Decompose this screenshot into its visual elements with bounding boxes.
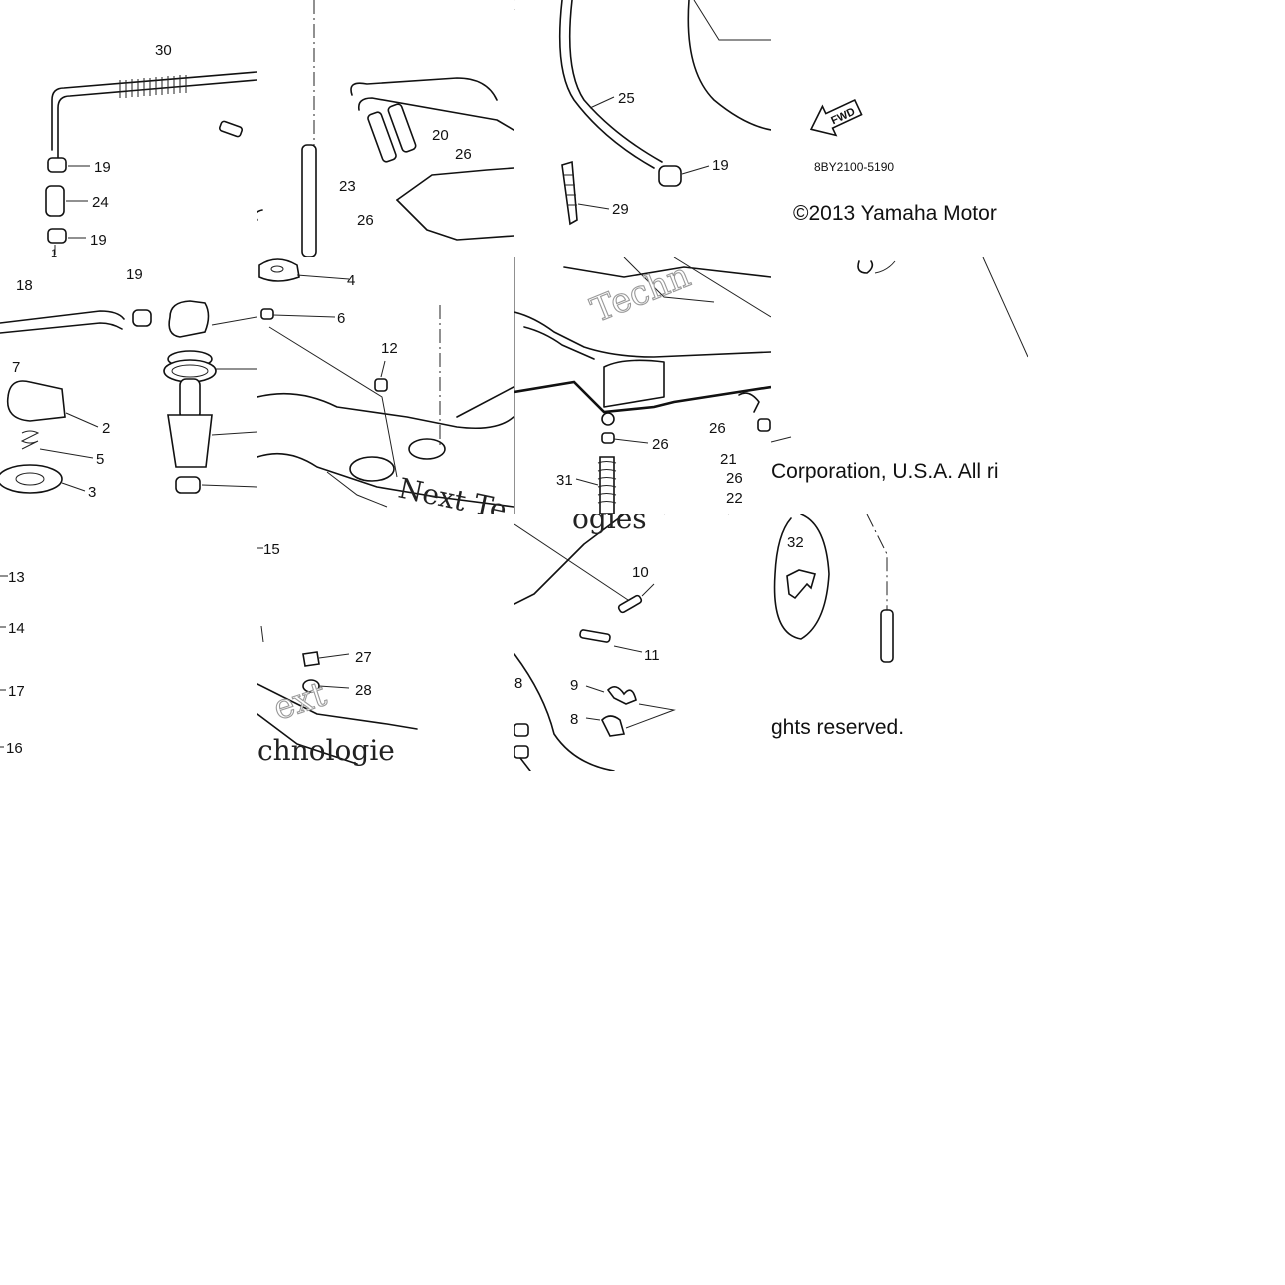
callout-2: 2 [102, 420, 110, 437]
callout-9: 9 [570, 677, 578, 694]
watermark-text: ext [268, 674, 331, 729]
clamp-19 [658, 165, 682, 187]
diagram-tile-r0c3: FWD 8BY2100-5190 ©2013 Yamaha Motor [771, 0, 1028, 257]
callout-26: 26 [709, 420, 726, 437]
pipe-vertical [301, 144, 317, 257]
bolt-10 [617, 594, 643, 614]
callout-19: 19 [90, 232, 107, 249]
clip-outline [773, 514, 830, 640]
callout-26: 26 [652, 436, 669, 453]
copyright-text-2: Corporation, U.S.A. All ri [771, 460, 999, 483]
callout-26: 26 [357, 212, 374, 229]
clamp-19b [47, 228, 67, 244]
callout-26: 26 [726, 470, 743, 487]
callout-32: 32 [787, 534, 804, 551]
diagram-tile-r2c1: 15 27 28 ext chnologie [257, 514, 514, 771]
callout-17: 17 [8, 683, 25, 700]
diagram-tile-r1c0: 18 19 7 2 5 3 [0, 257, 257, 514]
copyright-text-3: ghts reserved. [771, 716, 905, 739]
clamp-6 [260, 308, 274, 320]
callout-6: 6 [337, 310, 345, 327]
diagram-tile-r2c0: 13 14 17 16 [0, 514, 257, 771]
diagram-tile-r2c3: 32 ghts reserved. [771, 514, 1028, 771]
callout-8: 8 [570, 711, 578, 728]
diagram-tile-r1c1: Next Te 4 6 12 [257, 257, 514, 514]
callout-8: 8 [514, 675, 522, 692]
diagram-tile-r0c0: 30 19 24 19 [0, 0, 257, 257]
diagram-code: 8BY2100-5190 [814, 160, 894, 174]
bolt-11 [579, 629, 611, 643]
callout-14: 14 [8, 620, 25, 637]
cock-body-2 [6, 380, 66, 422]
watermark-text: Next Te [396, 472, 511, 514]
joint-24 [45, 185, 65, 217]
callout-26: 26 [455, 146, 472, 163]
callout-15: 15 [263, 541, 280, 558]
callout-12: 12 [381, 340, 398, 357]
callout-25: 25 [618, 90, 635, 107]
clamp-19a [47, 157, 67, 173]
copyright-text-1: ©2013 Yamaha Motor [793, 202, 997, 225]
clip-9 [606, 686, 637, 705]
nut-27 [302, 651, 320, 667]
callout-29: 29 [612, 201, 629, 218]
callout-13: 13 [8, 569, 25, 586]
washer-4 [258, 258, 300, 282]
callout-23: 23 [339, 178, 356, 195]
filter-cup [167, 414, 213, 468]
callout-11: 11 [644, 647, 660, 664]
callout-21: 21 [720, 451, 737, 468]
hose-25 [558, 0, 655, 169]
callout-28: 28 [355, 682, 372, 699]
callout-1: 1 [51, 248, 57, 260]
watermark-text: ogies [572, 514, 647, 535]
hose-20 [387, 103, 417, 153]
hose-23 [367, 111, 397, 163]
callout-20: 20 [432, 127, 449, 144]
callout-19: 19 [712, 157, 729, 174]
callout-30: 30 [155, 42, 172, 59]
diagram-tile-r0c2: 25 19 29 [514, 0, 771, 257]
fwd-arrow-icon: FWD [809, 99, 863, 137]
callout-7: 7 [12, 359, 20, 376]
callout-4: 4 [347, 272, 355, 289]
callout-19: 19 [126, 266, 143, 283]
diagram-tile-r0c1: 20 26 23 26 [257, 0, 514, 257]
diagram-tile-r1c3: Corporation, U.S.A. All ri [771, 257, 1028, 514]
band-29 [561, 160, 578, 226]
clip-32 [786, 569, 816, 600]
knob-8 [601, 715, 626, 737]
callout-5: 5 [96, 451, 104, 468]
callout-16: 16 [6, 740, 23, 757]
callout-24: 24 [92, 194, 109, 211]
watermark-text: chnologie [257, 734, 395, 767]
callout-31: 31 [556, 472, 573, 489]
diagram-tile-r1c2: Techn 26 31 26 21 26 22 [514, 257, 771, 514]
callout-10: 10 [632, 564, 649, 581]
fwd-label: FWD [829, 106, 857, 127]
hose-30 [51, 71, 257, 151]
callout-22: 22 [726, 490, 743, 507]
pin [880, 609, 894, 663]
diagram-tile-r2c2: ogies 10 11 9 8 8 [514, 514, 771, 771]
callout-3: 3 [88, 484, 96, 501]
fuel-cock-head [168, 300, 210, 338]
callout-19: 19 [94, 159, 111, 176]
callout-18: 18 [16, 277, 33, 294]
watermark-text: Techn [585, 257, 695, 331]
callout-27: 27 [355, 649, 372, 666]
hose-18 [0, 310, 125, 324]
hose-coil [119, 75, 187, 98]
